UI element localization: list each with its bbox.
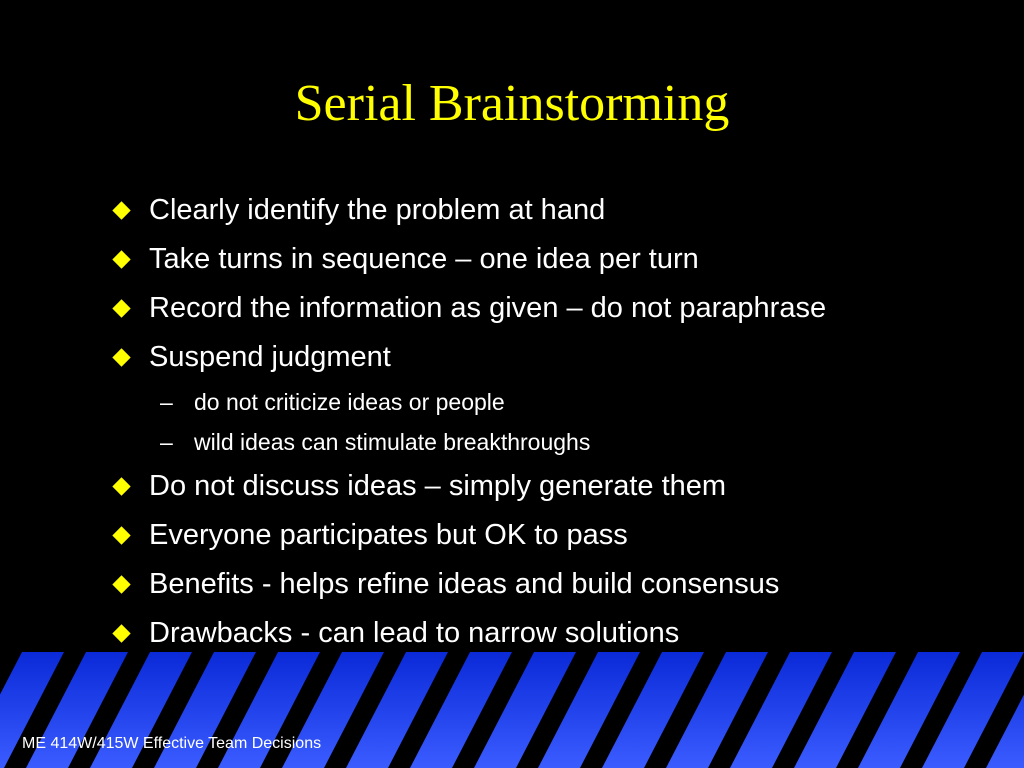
bullet-text: Do not discuss ideas – simply generate t… <box>149 470 727 502</box>
bullet-text: Everyone participates but OK to pass <box>149 519 628 551</box>
diagonal-stripe <box>900 652 982 768</box>
slide-title: Serial Brainstorming <box>294 75 730 132</box>
diamond-bullet-icon <box>112 299 131 318</box>
dash-bullet-icon: – <box>160 429 173 455</box>
diamond-bullet-icon <box>112 575 131 594</box>
diagonal-stripe <box>388 652 470 768</box>
diagonal-stripe <box>772 652 854 768</box>
diagonal-stripe <box>708 652 790 768</box>
sub-bullet-item: – do not criticize ideas or people <box>112 382 992 422</box>
diagonal-stripe <box>132 652 214 768</box>
diagonal-stripe <box>836 652 918 768</box>
bullet-text: Clearly identify the problem at hand <box>149 194 606 226</box>
bullet-item: Clearly identify the problem at hand <box>112 186 992 235</box>
diamond-bullet-icon <box>112 624 131 643</box>
sub-bullet-text: wild ideas can stimulate breakthroughs <box>194 429 591 455</box>
diagonal-stripe <box>964 652 1024 768</box>
diamond-bullet-icon <box>112 250 131 269</box>
diagonal-stripe <box>260 652 342 768</box>
bullet-list: Clearly identify the problem at hand Tak… <box>112 186 992 658</box>
diagonal-stripes-graphic <box>0 652 1024 768</box>
diagonal-stripe <box>196 652 278 768</box>
diamond-bullet-icon <box>112 526 131 545</box>
diagonal-stripe <box>4 652 86 768</box>
footer-course-title: ME 414W/415W Effective Team Decisions <box>22 735 322 752</box>
bullet-item: Benefits - helps refine ideas and build … <box>112 560 992 609</box>
diagonal-stripe <box>452 652 534 768</box>
bullet-item: Drawbacks - can lead to narrow solutions <box>112 609 992 658</box>
diagonal-stripe <box>324 652 406 768</box>
bullet-item: Take turns in sequence – one idea per tu… <box>112 235 992 284</box>
dash-bullet-icon: – <box>160 389 173 415</box>
diagonal-stripe <box>644 652 726 768</box>
diagonal-stripe <box>68 652 150 768</box>
bullet-text: Record the information as given – do not… <box>149 292 827 324</box>
bullet-text: Suspend judgment <box>149 341 391 373</box>
bullet-text: Drawbacks - can lead to narrow solutions <box>149 617 680 649</box>
diamond-bullet-icon <box>112 477 131 496</box>
bullet-text: Benefits - helps refine ideas and build … <box>149 568 780 600</box>
diamond-bullet-icon <box>112 201 131 220</box>
bullet-item: Suspend judgment <box>112 333 992 382</box>
diagonal-stripe <box>516 652 598 768</box>
diagonal-stripe <box>580 652 662 768</box>
sub-bullet-item: – wild ideas can stimulate breakthroughs <box>112 422 992 462</box>
bullet-item: Do not discuss ideas – simply generate t… <box>112 462 992 511</box>
bullet-item: Record the information as given – do not… <box>112 284 992 333</box>
bullet-item: Everyone participates but OK to pass <box>112 511 992 560</box>
bullet-text: Take turns in sequence – one idea per tu… <box>149 243 699 275</box>
diamond-bullet-icon <box>112 348 131 367</box>
footer-stripe-band <box>0 652 1024 768</box>
sub-bullet-text: do not criticize ideas or people <box>194 389 505 415</box>
